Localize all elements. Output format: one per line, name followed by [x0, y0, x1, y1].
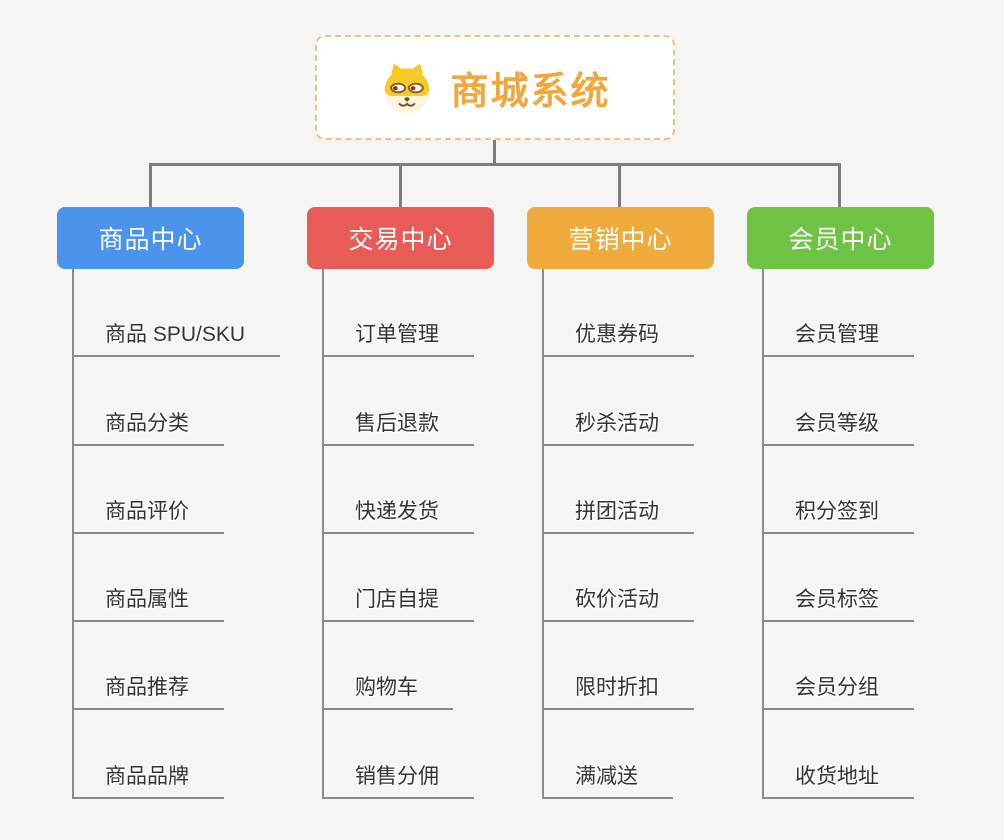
leaf-label: 会员等级 [795, 411, 879, 435]
leaf-node[interactable]: 优惠券码 [542, 269, 694, 358]
branch-label: 营销中心 [568, 226, 673, 254]
branch-column-trade-center: 交易中心 订单管理 售后退款 快递发货 门店自提 购物车 销售分佣 [307, 207, 494, 799]
leaf-node[interactable]: 限时折扣 [542, 622, 694, 711]
leaf-node[interactable]: 订单管理 [322, 269, 474, 358]
leaf-label: 会员标签 [795, 588, 879, 612]
leaf-label: 商品推荐 [105, 676, 189, 700]
leaf-node[interactable]: 销售分佣 [322, 710, 474, 799]
branch-column-member-center: 会员中心 会员管理 会员等级 积分签到 会员标签 会员分组 收货地址 [747, 207, 934, 799]
leaf-label: 拼团活动 [575, 499, 659, 523]
branch-drop-line [149, 163, 152, 208]
leaf-label: 会员管理 [795, 323, 879, 347]
branch-column-product-center: 商品中心 商品 SPU/SKU 商品分类 商品评价 商品属性 商品推荐 商品品牌 [57, 207, 281, 799]
leaf-label: 商品品牌 [105, 764, 189, 788]
leaf-node[interactable]: 商品属性 [72, 534, 224, 623]
leaf-label: 快递发货 [355, 499, 439, 523]
branch-node-member-center[interactable]: 会员中心 [747, 207, 934, 269]
leaf-label: 秒杀活动 [575, 411, 659, 435]
branch-label: 交易中心 [348, 226, 453, 254]
branch-bus-line [149, 163, 840, 166]
leaf-node[interactable]: 商品分类 [72, 357, 224, 446]
branch-drop-line [618, 163, 621, 208]
leaf-node[interactable]: 拼团活动 [542, 446, 694, 534]
column-spine-line [762, 269, 764, 799]
leaf-node[interactable]: 购物车 [322, 622, 453, 711]
branch-drop-line [399, 163, 402, 208]
leaf-label: 满减送 [575, 764, 638, 788]
branch-node-product-center[interactable]: 商品中心 [57, 207, 244, 269]
leaf-list: 优惠券码 秒杀活动 拼团活动 砍价活动 限时折扣 满减送 [542, 269, 694, 799]
leaf-node[interactable]: 收货地址 [762, 710, 914, 799]
leaf-node[interactable]: 售后退款 [322, 357, 474, 446]
leaf-label: 商品分类 [105, 411, 189, 435]
leaf-node[interactable]: 秒杀活动 [542, 357, 694, 446]
branch-column-marketing-center: 营销中心 优惠券码 秒杀活动 拼团活动 砍价活动 限时折扣 满减送 [527, 207, 714, 799]
leaf-node[interactable]: 会员标签 [762, 534, 914, 623]
branch-label: 商品中心 [98, 226, 203, 254]
branch-node-trade-center[interactable]: 交易中心 [307, 207, 494, 269]
leaf-label: 商品 SPU/SKU [105, 323, 246, 347]
leaf-node[interactable]: 门店自提 [322, 534, 474, 623]
leaf-label: 会员分组 [795, 676, 879, 700]
leaf-node[interactable]: 会员管理 [762, 269, 914, 358]
leaf-label: 收货地址 [795, 764, 879, 788]
column-spine-line [322, 269, 324, 799]
leaf-node[interactable]: 快递发货 [322, 446, 474, 534]
shiba-dog-icon [385, 63, 430, 113]
leaf-node[interactable]: 商品推荐 [72, 622, 224, 711]
leaf-label: 门店自提 [355, 588, 439, 612]
column-spine-line [542, 269, 544, 799]
leaf-label: 限时折扣 [575, 676, 659, 700]
leaf-label: 优惠券码 [575, 323, 659, 347]
branch-label: 会员中心 [788, 226, 893, 254]
column-spine-line [72, 269, 74, 799]
leaf-node[interactable]: 会员分组 [762, 622, 914, 711]
leaf-label: 售后退款 [355, 411, 439, 435]
leaf-label: 销售分佣 [355, 764, 439, 788]
leaf-label: 砍价活动 [575, 588, 659, 612]
leaf-node[interactable]: 积分签到 [762, 446, 914, 534]
leaf-label: 积分签到 [795, 499, 879, 523]
leaf-node[interactable]: 砍价活动 [542, 534, 694, 623]
leaf-list: 订单管理 售后退款 快递发货 门店自提 购物车 销售分佣 [322, 269, 474, 799]
leaf-node[interactable]: 会员等级 [762, 357, 914, 446]
root-title: 商城系统 [450, 71, 611, 113]
root-stem-line [493, 140, 496, 164]
leaf-node[interactable]: 商品品牌 [72, 710, 224, 799]
leaf-list: 商品 SPU/SKU 商品分类 商品评价 商品属性 商品推荐 商品品牌 [72, 269, 281, 799]
leaf-list: 会员管理 会员等级 积分签到 会员标签 会员分组 收货地址 [762, 269, 914, 799]
leaf-label: 商品属性 [105, 588, 189, 612]
leaf-node[interactable]: 商品 SPU/SKU [72, 269, 281, 358]
leaf-node[interactable]: 商品评价 [72, 446, 224, 534]
leaf-label: 订单管理 [355, 323, 439, 347]
leaf-label: 购物车 [355, 676, 418, 700]
root-node[interactable]: 商城系统 [315, 35, 675, 140]
leaf-label: 商品评价 [105, 499, 189, 523]
branch-node-marketing-center[interactable]: 营销中心 [527, 207, 714, 269]
leaf-node[interactable]: 满减送 [542, 710, 673, 799]
branch-drop-line [838, 163, 841, 208]
